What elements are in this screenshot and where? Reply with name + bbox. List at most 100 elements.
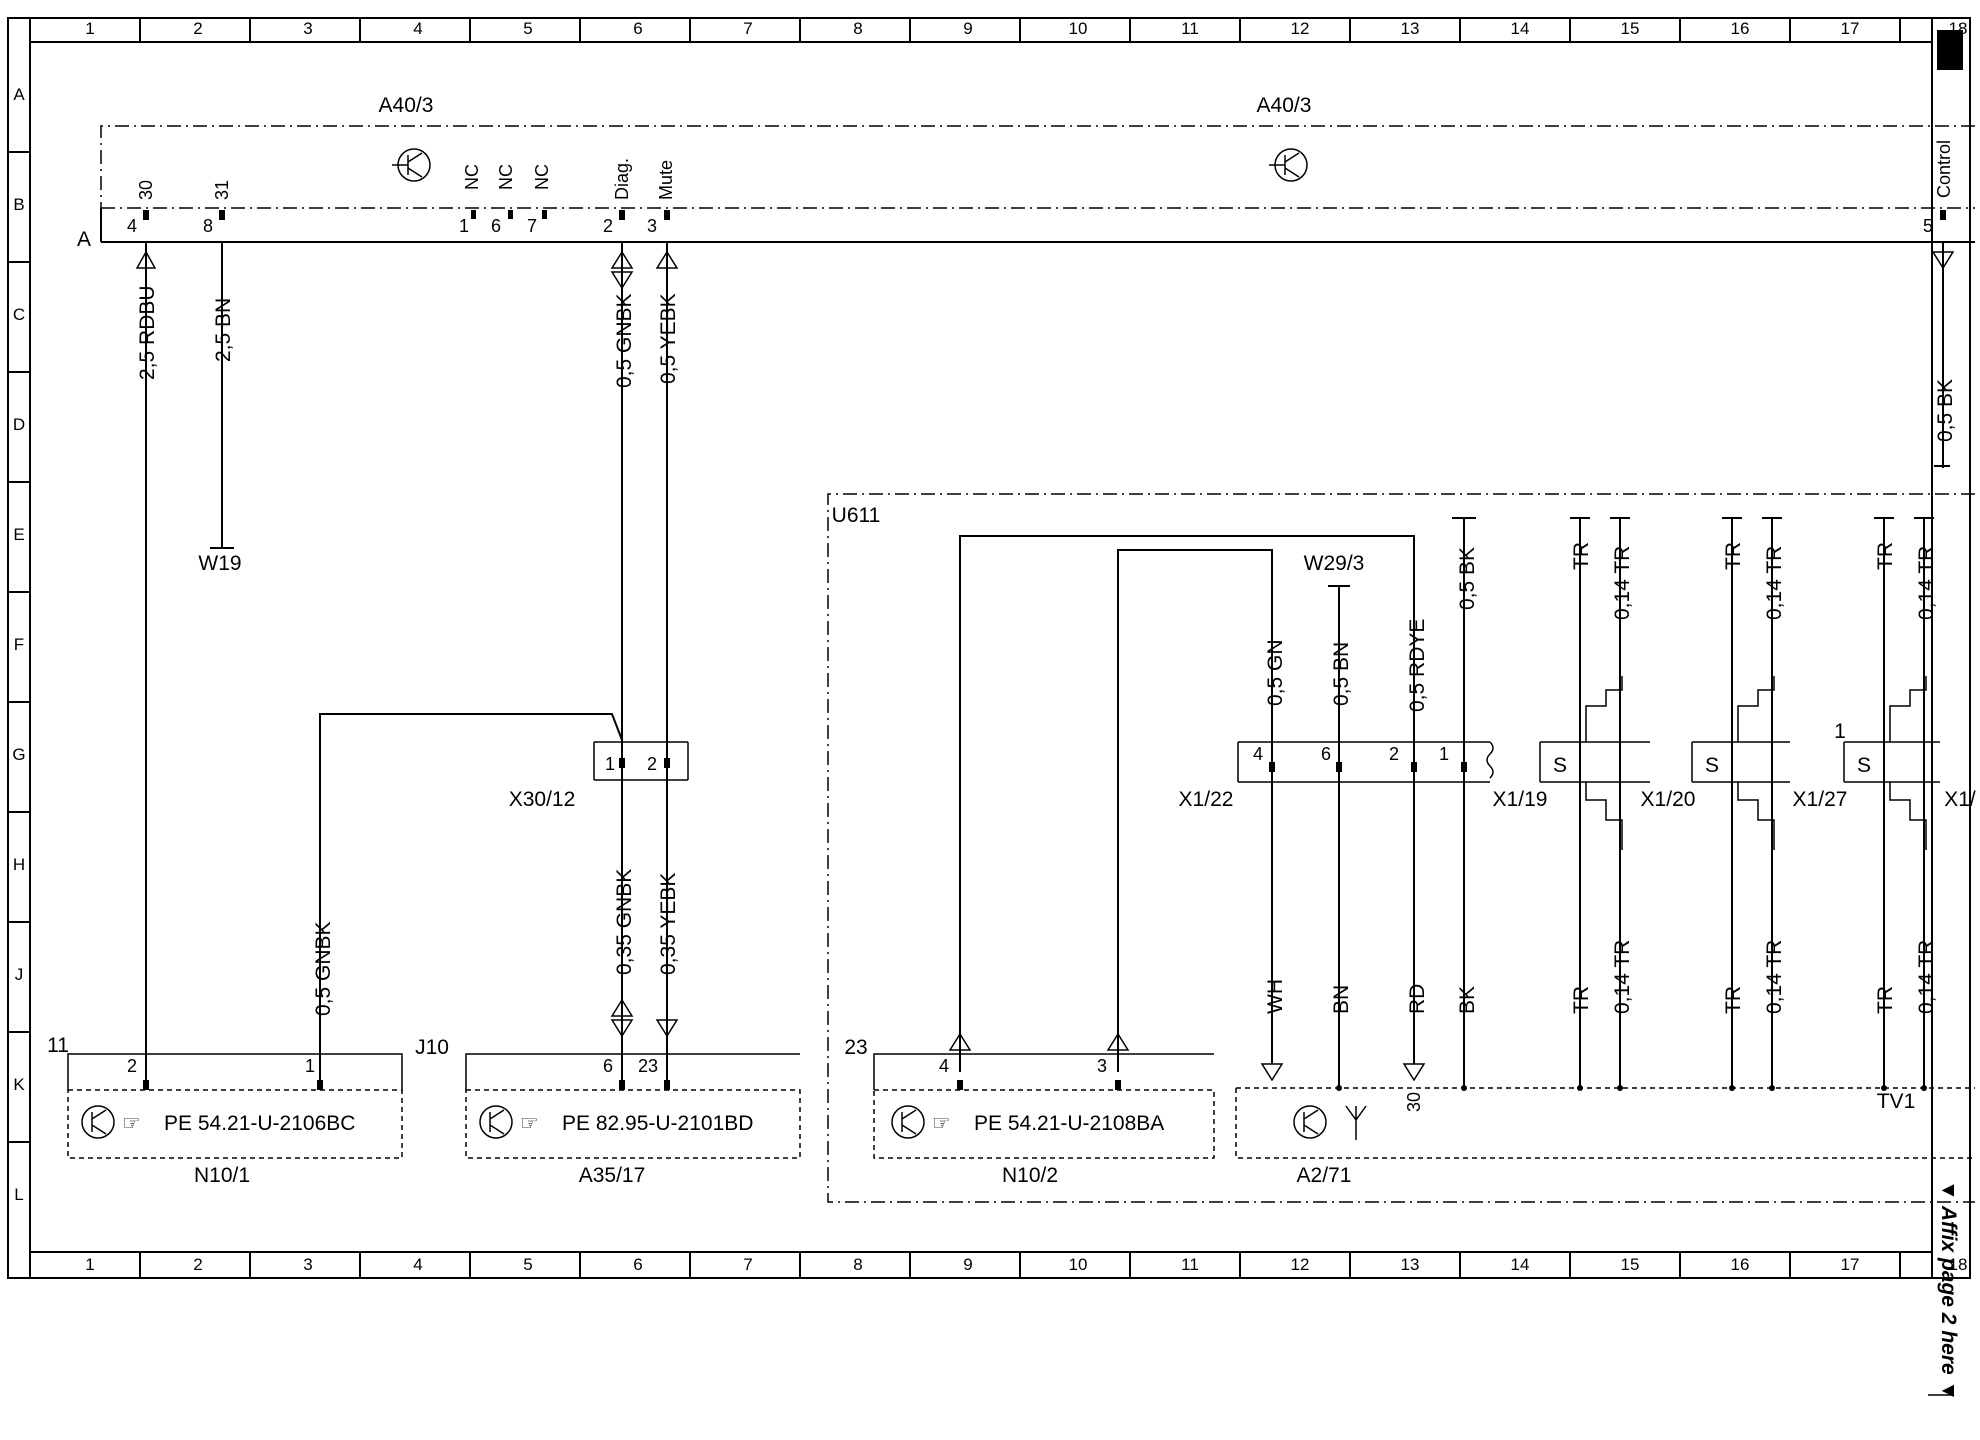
col-label: 7: [743, 1255, 752, 1274]
affix-note: ▼ Affix page 2 here ▼: [1937, 1180, 1960, 1401]
label-a40-3-right: A40/3: [1257, 94, 1312, 117]
u611-unit: U611 W29/3 0,5 GN 0,5 BN 0,5 RDYE 0,5 BK…: [827, 493, 1975, 1203]
pin-num: 2: [127, 1056, 137, 1076]
col-label: 11: [1181, 1255, 1199, 1274]
wire-label: 0,5 GNBK: [312, 921, 335, 1016]
wire-label: 0,5 RDYE: [1406, 619, 1429, 712]
label-a2-71: A2/71: [1297, 1164, 1352, 1187]
pin-name-diag: Diag.: [612, 158, 632, 200]
col-label: 11: [1181, 19, 1199, 38]
col-label: 8: [853, 19, 862, 38]
wire-color: WH: [1264, 979, 1287, 1014]
hand-pointer-icon: ☞: [520, 1112, 539, 1135]
wire-label: 0,5 BK: [1456, 547, 1479, 610]
pin-num: 4: [127, 216, 137, 236]
pin-num: 6: [1321, 744, 1331, 764]
ref-n10-1: PE 54.21-U-2106BC: [164, 1112, 355, 1135]
antenna-icon: [1345, 1105, 1367, 1140]
col-label: 15: [1621, 19, 1640, 38]
label-n10-2: N10/2: [1002, 1164, 1058, 1187]
col-label: 15: [1621, 1255, 1640, 1274]
col-label: 1: [85, 19, 94, 38]
pin-num: 4: [939, 1056, 949, 1076]
pin-num: 1: [459, 216, 469, 236]
col-label: 17: [1841, 1255, 1860, 1274]
pin-num: 2: [603, 216, 613, 236]
col-label: 16: [1731, 19, 1750, 38]
wire-label: 0,5 GNBK: [613, 293, 636, 388]
wire-label: 2,5 BN: [212, 298, 235, 362]
label-tv1: TV1: [1877, 1090, 1916, 1113]
column-labels-bottom: 1 2 3 4 5 6 7 8 9 10 11 12 13 14 15 16 1…: [85, 1255, 1967, 1274]
row-label: A: [13, 85, 25, 104]
wire-label: TR: [1570, 542, 1593, 570]
pin-num: 2: [1389, 744, 1399, 764]
col-label: 8: [853, 1255, 862, 1274]
col-label: 13: [1401, 19, 1420, 38]
transistor-icon: [81, 1105, 115, 1139]
row-label: E: [13, 525, 24, 544]
twisted-pair-2: S TR 0,14 TR TR 0,14 TR X1/27: [1691, 517, 1848, 1088]
pin-name-31: 31: [212, 180, 232, 200]
row-labels: A B C D E F G H J K L: [12, 85, 25, 1204]
pin-num: 1: [605, 754, 615, 774]
wire-label: 0,14 TR: [1763, 940, 1786, 1014]
wire-color: RD: [1406, 984, 1429, 1014]
transistor-icon: [1269, 148, 1308, 182]
label-x1-27: X1/27: [1793, 788, 1848, 811]
col-label: 7: [743, 19, 752, 38]
shield-s: S: [1705, 754, 1719, 777]
wire-label: 0,5 GN: [1264, 639, 1287, 706]
row-label: L: [14, 1185, 23, 1204]
module-a2-71: 30 A2/71 TV1: [1235, 1085, 1975, 1187]
wire-label: 0,35 YEBK: [657, 873, 680, 975]
row-label: D: [13, 415, 25, 434]
pin-num: 5: [1923, 216, 1933, 236]
col-label: 14: [1511, 19, 1530, 38]
col-label: 2: [193, 19, 202, 38]
col-label: 16: [1731, 1255, 1750, 1274]
wire-label: TR: [1570, 986, 1593, 1014]
wire-label: TR: [1874, 986, 1897, 1014]
wire-label: 0,5 BN: [1330, 642, 1353, 706]
label-j10: J10: [415, 1036, 449, 1059]
wire-label: 2,5 RDBU: [136, 285, 159, 380]
twisted-pair-1: S TR 0,14 TR TR 0,14 TR X1/20: [1539, 517, 1695, 1088]
hand-pointer-icon: ☞: [932, 1112, 951, 1135]
pin-num: 30: [1404, 1092, 1424, 1112]
col-label: 6: [633, 19, 642, 38]
wire-label: TR: [1874, 542, 1897, 570]
label-11: 11: [47, 1034, 69, 1057]
pin-num: 7: [527, 216, 537, 236]
wire-color: BK: [1456, 986, 1479, 1014]
wire-label: 0,5 YEBK: [657, 293, 680, 384]
shield-s: S: [1553, 754, 1567, 777]
col-label: 10: [1069, 19, 1088, 38]
pin-num: 1: [305, 1056, 315, 1076]
row-label: C: [13, 305, 25, 324]
label-x1-19: X1/19: [1493, 788, 1548, 811]
wire-label: 0,14 TR: [1611, 940, 1634, 1014]
label-u611: U611: [832, 504, 881, 527]
pin-name-30: 30: [136, 180, 156, 200]
row-label: J: [15, 965, 24, 984]
col-label: 3: [303, 19, 312, 38]
pin-num: 8: [203, 216, 213, 236]
col-label: 3: [303, 1255, 312, 1274]
label-x1-cut: X1/: [1944, 788, 1976, 811]
col-label: 4: [413, 1255, 422, 1274]
pin-num: 3: [1097, 1056, 1107, 1076]
a40-3-unit: A40/3 A40/3 A 30 31 NC NC NC Diag. Mute …: [77, 94, 1975, 251]
col-label: 9: [963, 19, 972, 38]
ref-a35-17: PE 82.95-U-2101BD: [562, 1112, 753, 1135]
wire-label: TR: [1722, 542, 1745, 570]
col-label: 9: [963, 1255, 972, 1274]
col-label: 18: [1949, 19, 1968, 38]
row-label: G: [12, 745, 25, 764]
sheet-frame: [7, 17, 1971, 1279]
col-label: 2: [193, 1255, 202, 1274]
col-label: 17: [1841, 19, 1860, 38]
twisted-pair-3: S 1 TR 0,14 TR TR 0,14 TR X1/: [1834, 517, 1976, 1088]
row-label: F: [14, 635, 24, 654]
pin-num: 3: [647, 216, 657, 236]
